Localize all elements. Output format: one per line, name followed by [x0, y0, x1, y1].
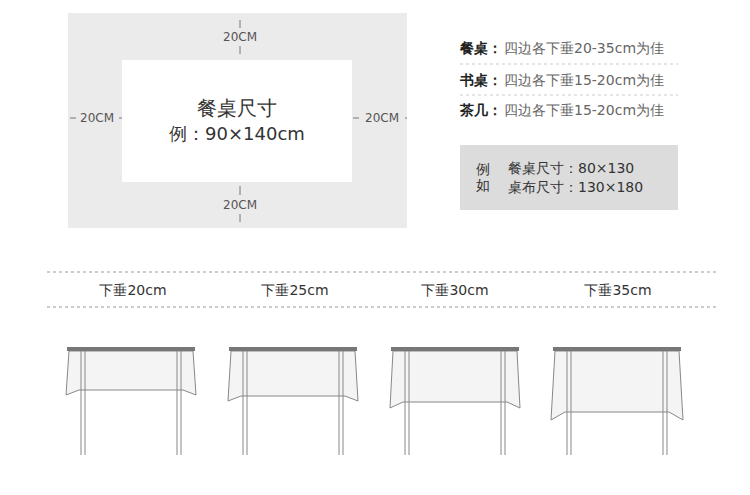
- drop-label: 下垂25cm: [261, 282, 328, 299]
- example-line: 餐桌尺寸：80×130: [508, 159, 643, 177]
- dimension-ticks: [70, 20, 407, 222]
- dimension-label: 20CM: [221, 198, 259, 212]
- dimension-label: 20CM: [363, 111, 401, 125]
- drop-label: 下垂35cm: [584, 282, 651, 299]
- furniture-name: 书桌：: [460, 72, 502, 89]
- drop-label: 下垂30cm: [421, 282, 488, 299]
- separator-lines: [460, 64, 678, 95]
- example-box: 例如餐桌尺寸：80×130桌布尺寸：130×180: [460, 145, 678, 210]
- example-line: 桌布尺寸：130×180: [508, 178, 643, 196]
- dimension-label: 20CM: [221, 30, 259, 44]
- furniture-name: 餐桌：: [460, 40, 502, 57]
- box-example: 例：90×140cm: [169, 122, 305, 146]
- furniture-name: 茶几：: [460, 102, 502, 119]
- table-drop-35: [551, 347, 683, 455]
- table-drop-25: [228, 347, 358, 455]
- table-drop-20: [66, 347, 196, 455]
- tablecloth-area: [68, 13, 407, 228]
- table-drop-30: [390, 347, 520, 455]
- box-heading: 餐桌尺寸: [197, 95, 277, 122]
- drop-advice: 四边各下垂20-35cm为佳: [504, 40, 664, 57]
- drop-advice: 四边各下垂15-20cm为佳: [504, 102, 664, 119]
- size-box: 餐桌尺寸例：90×140cm: [122, 60, 352, 182]
- drop-advice: 四边各下垂15-20cm为佳: [504, 72, 664, 89]
- dimension-label: 20CM: [78, 111, 116, 125]
- band-lines: [47, 272, 717, 307]
- drop-label: 下垂20cm: [99, 282, 166, 299]
- example-tag: 例如: [476, 162, 490, 193]
